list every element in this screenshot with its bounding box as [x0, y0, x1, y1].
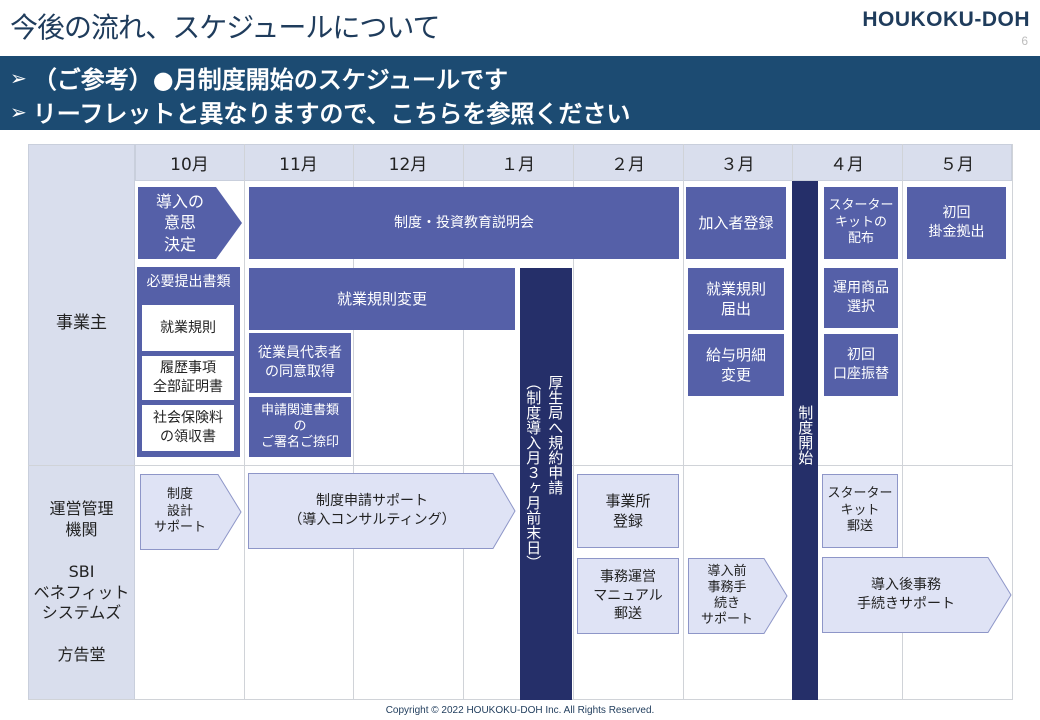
starter-kit-box: スターター キットの 配布 — [824, 187, 898, 259]
row-label-employer: 事業主 — [56, 312, 107, 333]
decision-label: 導入の 意思 決定 — [155, 191, 204, 254]
payslip-box: 給与明細 変更 — [688, 334, 784, 396]
member-reg-box: 加入者登録 — [686, 187, 786, 259]
contract-text-2: （制度導入月３ヶ月前末日） — [524, 375, 543, 570]
start-bar — [792, 181, 818, 700]
banner-text-1: （ご参考）●月制度開始のスケジュールです — [32, 66, 509, 94]
arrow-bullet-icon: ➢ — [10, 65, 27, 90]
pre-support-label: 導入前 事務手 続き サポート — [700, 563, 753, 628]
post-support-label: 導入後事務 手続きサポート — [857, 577, 955, 612]
start-text: 制度開始 — [796, 405, 815, 465]
month-header: ４月 — [830, 154, 864, 175]
grid-line — [1012, 144, 1013, 700]
doc-history: 履歴事項 全部証明書 — [142, 356, 234, 400]
arrow-bullet-icon: ➢ — [10, 99, 27, 124]
doc-rules: 就業規則 — [142, 305, 234, 351]
copyright-footer: Copyright © 2022 HOUKOKU-DOH Inc. All Ri… — [385, 705, 655, 716]
banner-line-2: ➢ リーフレットと異なりますので、こちらを参照ください — [10, 94, 630, 129]
rules-change-bar: 就業規則変更 — [249, 268, 515, 330]
grid-line — [244, 144, 245, 700]
page-number: 6 — [1021, 34, 1028, 48]
month-header: ５月 — [940, 154, 974, 175]
contract-application-bar — [520, 268, 572, 700]
grid-line — [683, 144, 684, 700]
contract-text-1: 厚生局へ規約申請 — [546, 375, 565, 495]
product-select-box: 運用商品 選択 — [824, 268, 898, 328]
banner-line-1: ➢ （ご参考）●月制度開始のスケジュールです — [10, 60, 508, 95]
signature-box: 申請関連書類 の ご署名ご捺印 — [249, 397, 351, 457]
grid-line — [353, 144, 354, 700]
banner-text-2: リーフレットと異なりますので、こちらを参照ください — [32, 100, 631, 128]
doc-insurance: 社会保険料 の領収書 — [142, 405, 234, 451]
month-header: １月 — [501, 154, 535, 175]
row-label-admin: 運営管理 機関 SBI ベネフィット システムズ 方告堂 — [33, 499, 130, 664]
grid-line — [463, 144, 464, 700]
kit-mail-box: スターター キット 郵送 — [822, 474, 898, 548]
first-contribution-box: 初回 掛金拠出 — [907, 187, 1006, 259]
office-reg-box: 事業所 登録 — [577, 474, 679, 548]
apply-support-label: 制度申請サポート （導入コンサルティング） — [288, 493, 456, 528]
page-title: 今後の流れ、スケジュールについて — [10, 11, 440, 44]
month-header: 11月 — [279, 154, 318, 175]
summary-banner: ➢ （ご参考）●月制度開始のスケジュールです ➢ リーフレットと異なりますので、… — [0, 56, 1040, 130]
first-debit-box: 初回 口座振替 — [824, 334, 898, 396]
design-label: 制度 設計 サポート — [153, 486, 206, 536]
design-chevron — [140, 474, 242, 550]
grid-line — [902, 144, 903, 700]
month-header: ３月 — [720, 154, 755, 175]
month-header: ２月 — [611, 154, 645, 175]
consent-box: 従業員代表者 の同意取得 — [249, 333, 351, 393]
decision-chevron — [138, 187, 242, 259]
briefing-bar: 制度・投資教育説明会 — [249, 187, 679, 259]
docs-header: 必要提出書類 — [146, 274, 231, 290]
manual-box: 事務運営 マニュアル 郵送 — [577, 558, 679, 634]
rules-submit-box: 就業規則 届出 — [688, 268, 784, 330]
month-header: 12月 — [388, 154, 428, 175]
brand-logo: HOUKOKU-DOH — [862, 8, 1030, 31]
month-header: 10月 — [170, 154, 209, 175]
pre-support-chevron — [688, 558, 788, 634]
grid-line — [573, 144, 574, 700]
post-support-chevron — [822, 557, 1012, 633]
apply-support-chevron — [248, 473, 516, 549]
row-header-column — [28, 144, 135, 700]
